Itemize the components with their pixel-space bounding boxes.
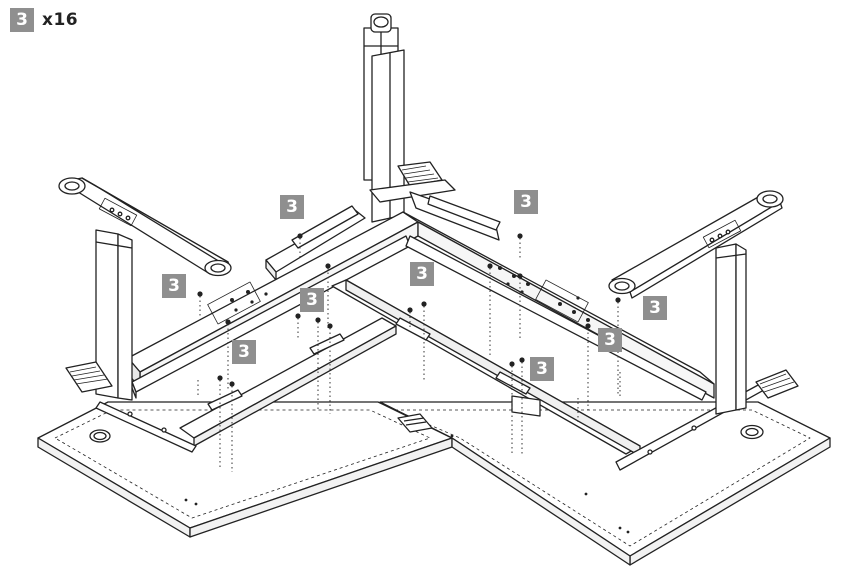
left-cross-beam <box>179 317 397 447</box>
callout-badge: 3 <box>514 190 538 214</box>
left-foot <box>65 361 113 393</box>
parts-legend: 3 x16 <box>10 8 78 32</box>
right-top-arm <box>608 190 784 299</box>
callout-badge: 3 <box>598 328 622 352</box>
callout-badge: 3 <box>643 296 667 320</box>
back-right-bracket <box>409 191 501 241</box>
right-cross-beam <box>331 279 641 457</box>
left-top-arm <box>58 177 232 277</box>
part-number-badge: 3 <box>10 8 34 32</box>
end-bracket-left <box>95 401 197 453</box>
callout-badge: 3 <box>410 262 434 286</box>
left-leg <box>95 229 133 401</box>
callout-badge: 3 <box>162 274 186 298</box>
callout-badge: 3 <box>232 340 256 364</box>
desktop-right-panel <box>379 401 831 566</box>
center-foot <box>369 161 456 203</box>
back-left-bracket <box>265 205 366 281</box>
center-leg <box>363 13 405 223</box>
desktop-left-panel <box>37 401 453 538</box>
part-quantity: x16 <box>42 10 79 30</box>
callout-badge: 3 <box>300 288 324 312</box>
callout-badge: 3 <box>280 195 304 219</box>
panel-joint-plate <box>397 413 433 433</box>
callout-badge: 3 <box>530 357 554 381</box>
beam-holes <box>184 266 630 534</box>
screws <box>197 233 621 387</box>
right-leg <box>715 243 747 415</box>
right-foot <box>755 369 799 399</box>
